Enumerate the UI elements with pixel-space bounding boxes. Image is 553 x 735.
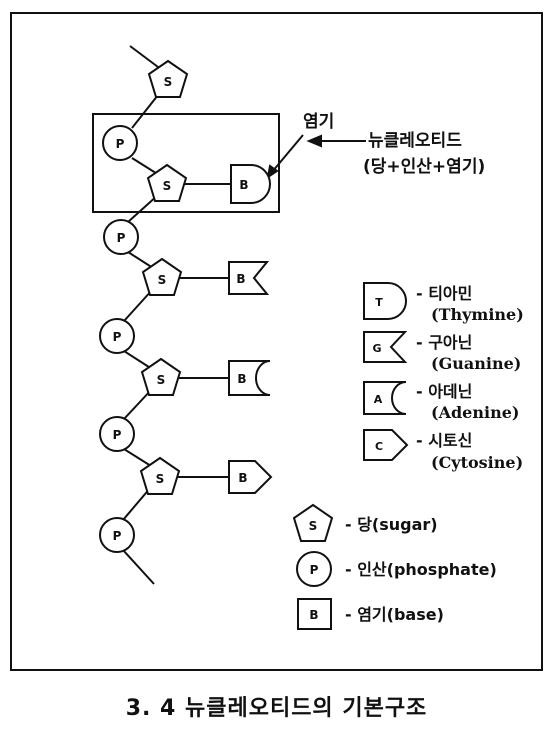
sugar-1: S	[148, 60, 188, 98]
legend-adenine-shape: A	[363, 381, 407, 415]
svg-text:P: P	[113, 428, 122, 442]
legend-guanine-eng: (Guanine)	[431, 354, 521, 373]
legend-guanine-shape: G	[363, 331, 408, 363]
legend-sugar-shape: S	[293, 504, 333, 542]
nucleotide-title: 뉴클레오티드	[368, 131, 462, 151]
phosphate-2: P	[103, 219, 139, 255]
svg-text:P: P	[117, 231, 126, 245]
legend-base-text: - 염기(base)	[345, 605, 444, 624]
svg-text:B: B	[239, 178, 248, 192]
svg-text:S: S	[164, 75, 173, 89]
svg-text:P: P	[116, 137, 125, 151]
base-guanine-shape: B	[228, 261, 270, 295]
legend-guanine-kor: - 구아닌	[416, 333, 472, 352]
phosphate-5: P	[99, 517, 135, 553]
base-cytosine-shape: B	[228, 460, 273, 494]
legend-cytosine-shape: C	[363, 429, 409, 461]
base-adenine-shape: B	[228, 360, 271, 396]
sugar-4: S	[141, 358, 181, 396]
legend-thymine-eng: (Thymine)	[431, 305, 524, 324]
svg-text:S: S	[158, 273, 167, 287]
phosphate-4: P	[99, 416, 135, 452]
svg-text:B: B	[309, 608, 318, 622]
legend-thymine-shape: T	[363, 282, 407, 320]
legend-adenine-kor: - 아데닌	[416, 382, 472, 401]
svg-text:C: C	[375, 440, 383, 453]
sugar-2: S	[147, 164, 187, 202]
legend-phosphate-shape: P	[296, 551, 332, 587]
legend-base-shape: B	[297, 598, 332, 630]
sugar-5: S	[140, 457, 180, 495]
nucleotide-formula: (당+인산+염기)	[363, 157, 485, 177]
svg-text:B: B	[236, 272, 245, 286]
svg-text:B: B	[238, 471, 247, 485]
svg-text:G: G	[372, 342, 381, 355]
figure-border	[10, 12, 543, 671]
legend-thymine-kor: - 티아민	[416, 284, 472, 303]
svg-text:P: P	[113, 529, 122, 543]
svg-text:S: S	[156, 472, 165, 486]
svg-text:P: P	[310, 563, 319, 577]
legend-cytosine-kor: - 시토신	[416, 431, 472, 450]
backbone	[122, 45, 366, 585]
figure-caption: 3. 4 뉴클레오티드의 기본구조	[125, 696, 428, 721]
sugar-3: S	[142, 258, 182, 296]
svg-text:T: T	[375, 296, 383, 309]
svg-text:S: S	[157, 373, 166, 387]
legend-sugar-text: - 당(sugar)	[345, 515, 438, 534]
base-callout-label: 염기	[303, 112, 334, 132]
svg-text:P: P	[113, 330, 122, 344]
legend-cytosine-eng: (Cytosine)	[431, 453, 523, 472]
svg-text:S: S	[309, 519, 318, 533]
legend-phosphate-text: - 인산(phosphate)	[345, 560, 497, 579]
svg-text:S: S	[163, 179, 172, 193]
legend-adenine-eng: (Adenine)	[431, 403, 519, 422]
svg-text:B: B	[237, 372, 246, 386]
svg-text:A: A	[374, 393, 383, 406]
base-thymine-shape: B	[230, 164, 271, 204]
phosphate-3: P	[99, 318, 135, 354]
phosphate-1: P	[102, 125, 138, 161]
